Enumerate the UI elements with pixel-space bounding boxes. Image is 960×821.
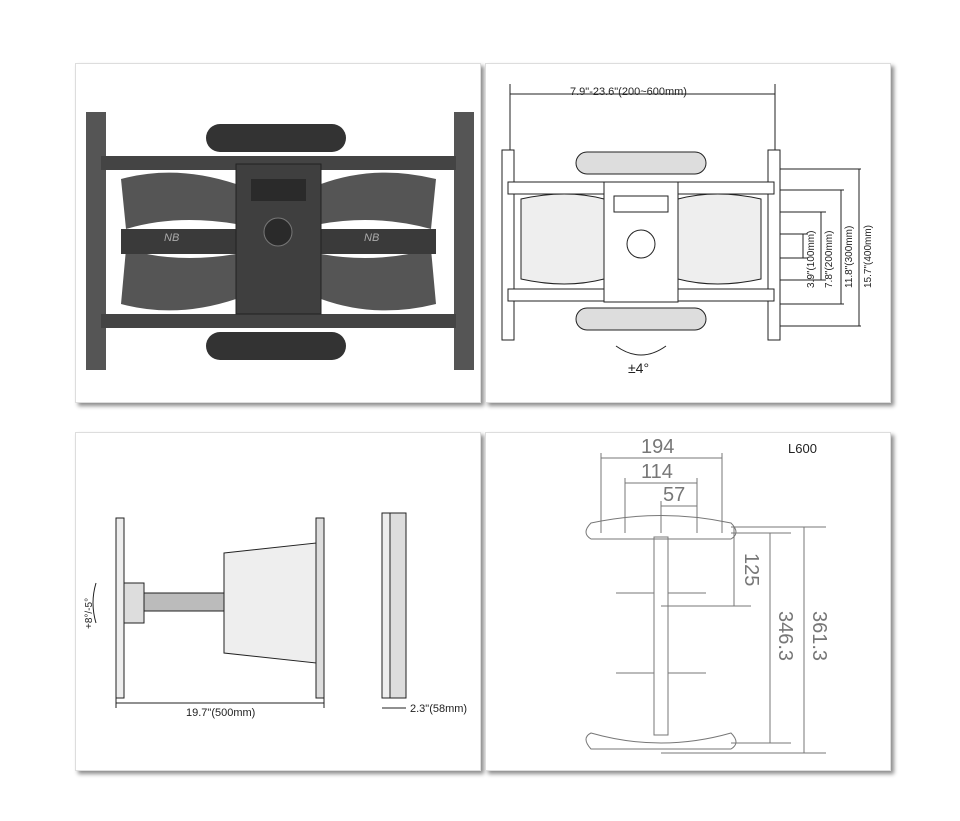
dimension-361-3: 361.3 <box>808 611 830 662</box>
brand-logo: NB <box>164 232 180 244</box>
model-label: L600 <box>788 441 817 456</box>
plate-view-panel: L600 194 114 57 125 346.3 361.3 <box>485 432 891 771</box>
tilt-label: +8°/-5° <box>84 597 95 629</box>
plate-drawing <box>585 453 826 754</box>
dimension-346-3: 346.3 <box>774 611 796 662</box>
width-range-label: 7.9"-23.6"(200~600mm) <box>570 86 687 98</box>
vesa-200-label: 7.8"(200mm) <box>824 230 835 288</box>
front-view-drawing <box>86 112 474 370</box>
vesa-400-label: 15.7"(400mm) <box>863 224 874 288</box>
rotation-label: ±4° <box>628 360 650 376</box>
vesa-100-label: 3.9"(100mm) <box>806 230 817 288</box>
extension-label: 19.7"(500mm) <box>186 707 256 719</box>
dimension-view-panel: 7.9"-23.6"(200~600mm) 3.9"(100mm) 7.8"(2… <box>485 63 891 403</box>
dimension-drawing <box>501 84 861 356</box>
vesa-300-label: 11.8"(300mm) <box>844 225 855 288</box>
side-view-drawing <box>92 512 407 709</box>
dimension-57: 57 <box>663 484 686 506</box>
brand-logo: NB <box>364 232 380 244</box>
dimension-114: 114 <box>641 461 673 483</box>
front-view-panel: NB NB <box>75 63 481 403</box>
side-view-panel: +8°/-5° 19.7"(500mm) 2.3"(58mm) <box>75 432 481 771</box>
profile-depth-label: 2.3"(58mm) <box>410 703 468 715</box>
dimension-125: 125 <box>740 553 762 587</box>
dimension-194: 194 <box>641 436 675 458</box>
